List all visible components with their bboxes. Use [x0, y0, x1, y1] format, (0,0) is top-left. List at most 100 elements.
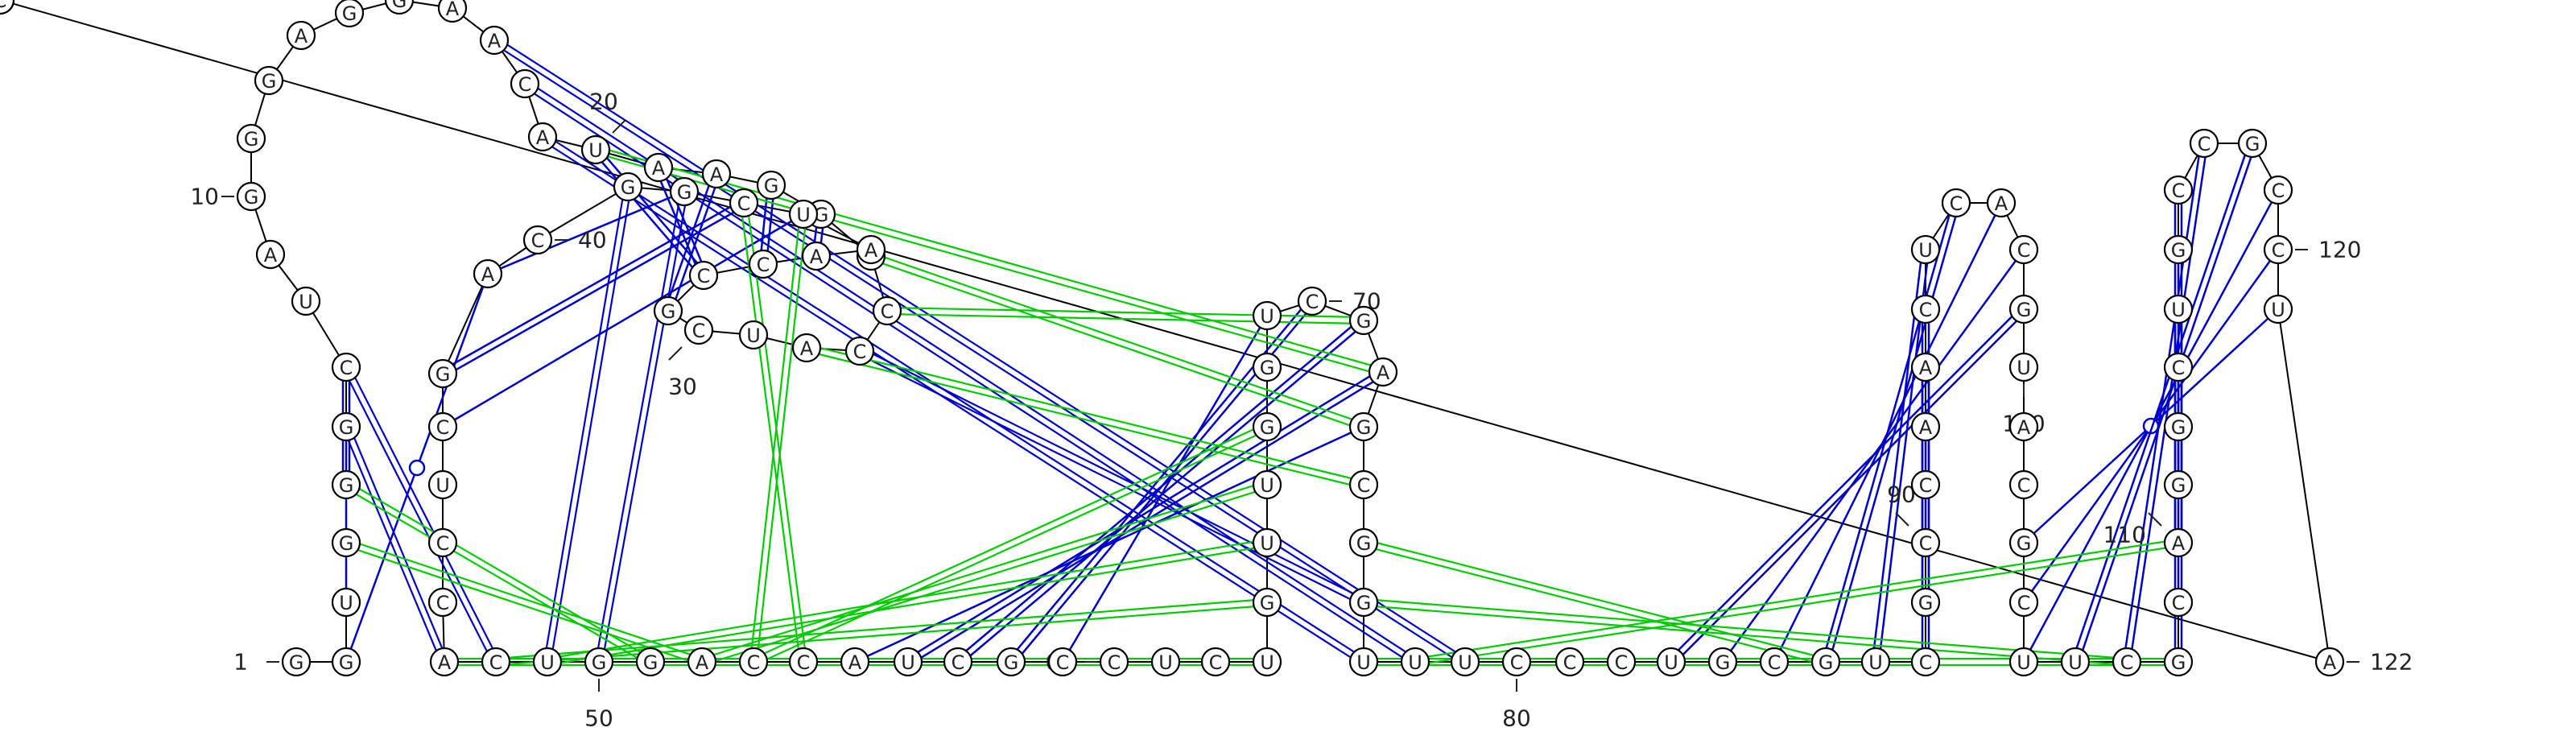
svg-text:G: G	[339, 532, 354, 555]
long-range-pair	[492, 36, 1468, 666]
nucleotide: G	[2237, 128, 2268, 159]
nucleotides: GGUGGGCUAGGGAGGAACAUAAGGCCCAUCGCCAAUCGGC…	[0, 0, 2345, 677]
base-pair	[452, 205, 734, 371]
nucleotide: U	[2060, 647, 2091, 677]
svg-text:C: C	[489, 651, 503, 674]
nucleotide: U	[1150, 647, 1181, 677]
svg-text:C: C	[2172, 180, 2186, 202]
svg-text:G: G	[2017, 299, 2032, 321]
svg-text:C: C	[737, 192, 751, 215]
base-pair	[1730, 259, 2017, 652]
nucleotide: G	[254, 65, 284, 96]
svg-text:A: A	[488, 30, 502, 52]
svg-text:A: A	[264, 244, 278, 267]
nucleotide: A	[701, 159, 732, 189]
svg-text:G: G	[244, 186, 259, 209]
nucleotide: G	[1707, 647, 1738, 677]
nucleotide: U	[788, 199, 819, 229]
nucleotide: C	[943, 647, 973, 677]
long-range-pairs	[342, 36, 2179, 667]
svg-text:U: U	[796, 204, 811, 226]
svg-text:U: U	[2171, 299, 2186, 321]
long-range-pair	[1414, 538, 2179, 667]
svg-text:A: A	[2323, 651, 2337, 674]
long-range-pair	[540, 133, 1366, 666]
long-range-pair	[1363, 597, 2128, 667]
nucleotide: G	[1348, 411, 1379, 442]
svg-text:C: C	[853, 341, 867, 363]
nucleotide: U	[1348, 647, 1379, 677]
base-pair	[349, 286, 485, 650]
nucleotide: G	[2163, 647, 2194, 677]
nucleotide: A	[1368, 357, 1398, 387]
nucleotide: G	[613, 172, 643, 202]
svg-text:C: C	[436, 416, 450, 439]
svg-text:G: G	[392, 0, 407, 12]
svg-text:G: G	[1715, 651, 1731, 674]
nucleotide: U	[2163, 294, 2194, 324]
nucleotide: C	[729, 188, 759, 218]
svg-text:G: G	[1260, 592, 1275, 614]
nucleotide: U	[893, 647, 923, 677]
svg-text:U: U	[901, 651, 915, 674]
svg-text:C: C	[952, 651, 965, 674]
nucleotide: C	[1297, 286, 1327, 316]
svg-text:C: C	[2272, 180, 2285, 202]
svg-text:C: C	[0, 0, 6, 12]
nucleotide: A	[791, 333, 822, 363]
svg-text:C: C	[1919, 299, 1933, 321]
nucleotide: C	[522, 225, 553, 255]
nucleotide: A	[286, 20, 316, 51]
svg-text:C: C	[436, 532, 450, 555]
svg-text:A: A	[848, 651, 862, 674]
nucleotide: G	[2163, 234, 2194, 265]
long-range-pair	[886, 306, 1364, 325]
svg-text:G: G	[621, 176, 636, 199]
svg-text:G: G	[1818, 651, 1834, 674]
nucleotide: C	[481, 647, 511, 677]
svg-text:C: C	[2198, 133, 2211, 155]
nucleotide: G	[331, 647, 361, 677]
svg-text:A: A	[1995, 192, 2008, 215]
position-number-1: 1	[233, 649, 279, 676]
nucleotide: C	[427, 587, 458, 618]
svg-text:G: G	[643, 651, 658, 674]
svg-text:U: U	[1158, 651, 1173, 674]
svg-text:G: G	[2017, 532, 2032, 555]
nucleotide: C	[683, 315, 714, 345]
svg-text:G: G	[1260, 416, 1275, 439]
long-range-pair	[543, 186, 633, 663]
svg-text:A: A	[2017, 416, 2031, 439]
nucleotide: U	[738, 320, 769, 350]
nucleotide: U	[1252, 300, 1282, 331]
nucleotide: U	[1252, 527, 1282, 558]
nucleotide: C	[1941, 188, 1971, 218]
svg-text:C: C	[2017, 592, 2031, 614]
nucleotide: C	[2263, 175, 2293, 205]
nucleotide: C	[1910, 294, 1941, 324]
nucleotide: G	[1252, 352, 1282, 382]
svg-text:A: A	[652, 157, 666, 180]
svg-text:G: G	[2171, 239, 2186, 262]
svg-text:U: U	[339, 592, 353, 614]
svg-text:G: G	[289, 651, 304, 674]
svg-text:U: U	[1260, 651, 1274, 674]
svg-text:C: C	[1919, 474, 1933, 497]
svg-text:U: U	[1918, 239, 1933, 262]
svg-text:122: 122	[2370, 649, 2413, 676]
nucleotide: U	[331, 587, 361, 618]
long-range-pair	[547, 538, 1268, 667]
nucleotide: C	[1200, 647, 1231, 677]
nucleotide: A	[2163, 527, 2194, 558]
svg-text:C: C	[697, 265, 711, 287]
svg-text:40: 40	[578, 227, 607, 254]
nucleotide: G	[584, 647, 614, 677]
long-range-pair	[857, 347, 1366, 606]
position-number-30: 30	[668, 346, 697, 400]
svg-text:C: C	[2272, 239, 2285, 262]
svg-text:C: C	[436, 592, 450, 614]
nucleotide: C	[2163, 175, 2194, 205]
nucleotide: U	[1252, 647, 1282, 677]
base-pair	[1678, 316, 2017, 655]
nucleotide: G	[331, 411, 361, 442]
